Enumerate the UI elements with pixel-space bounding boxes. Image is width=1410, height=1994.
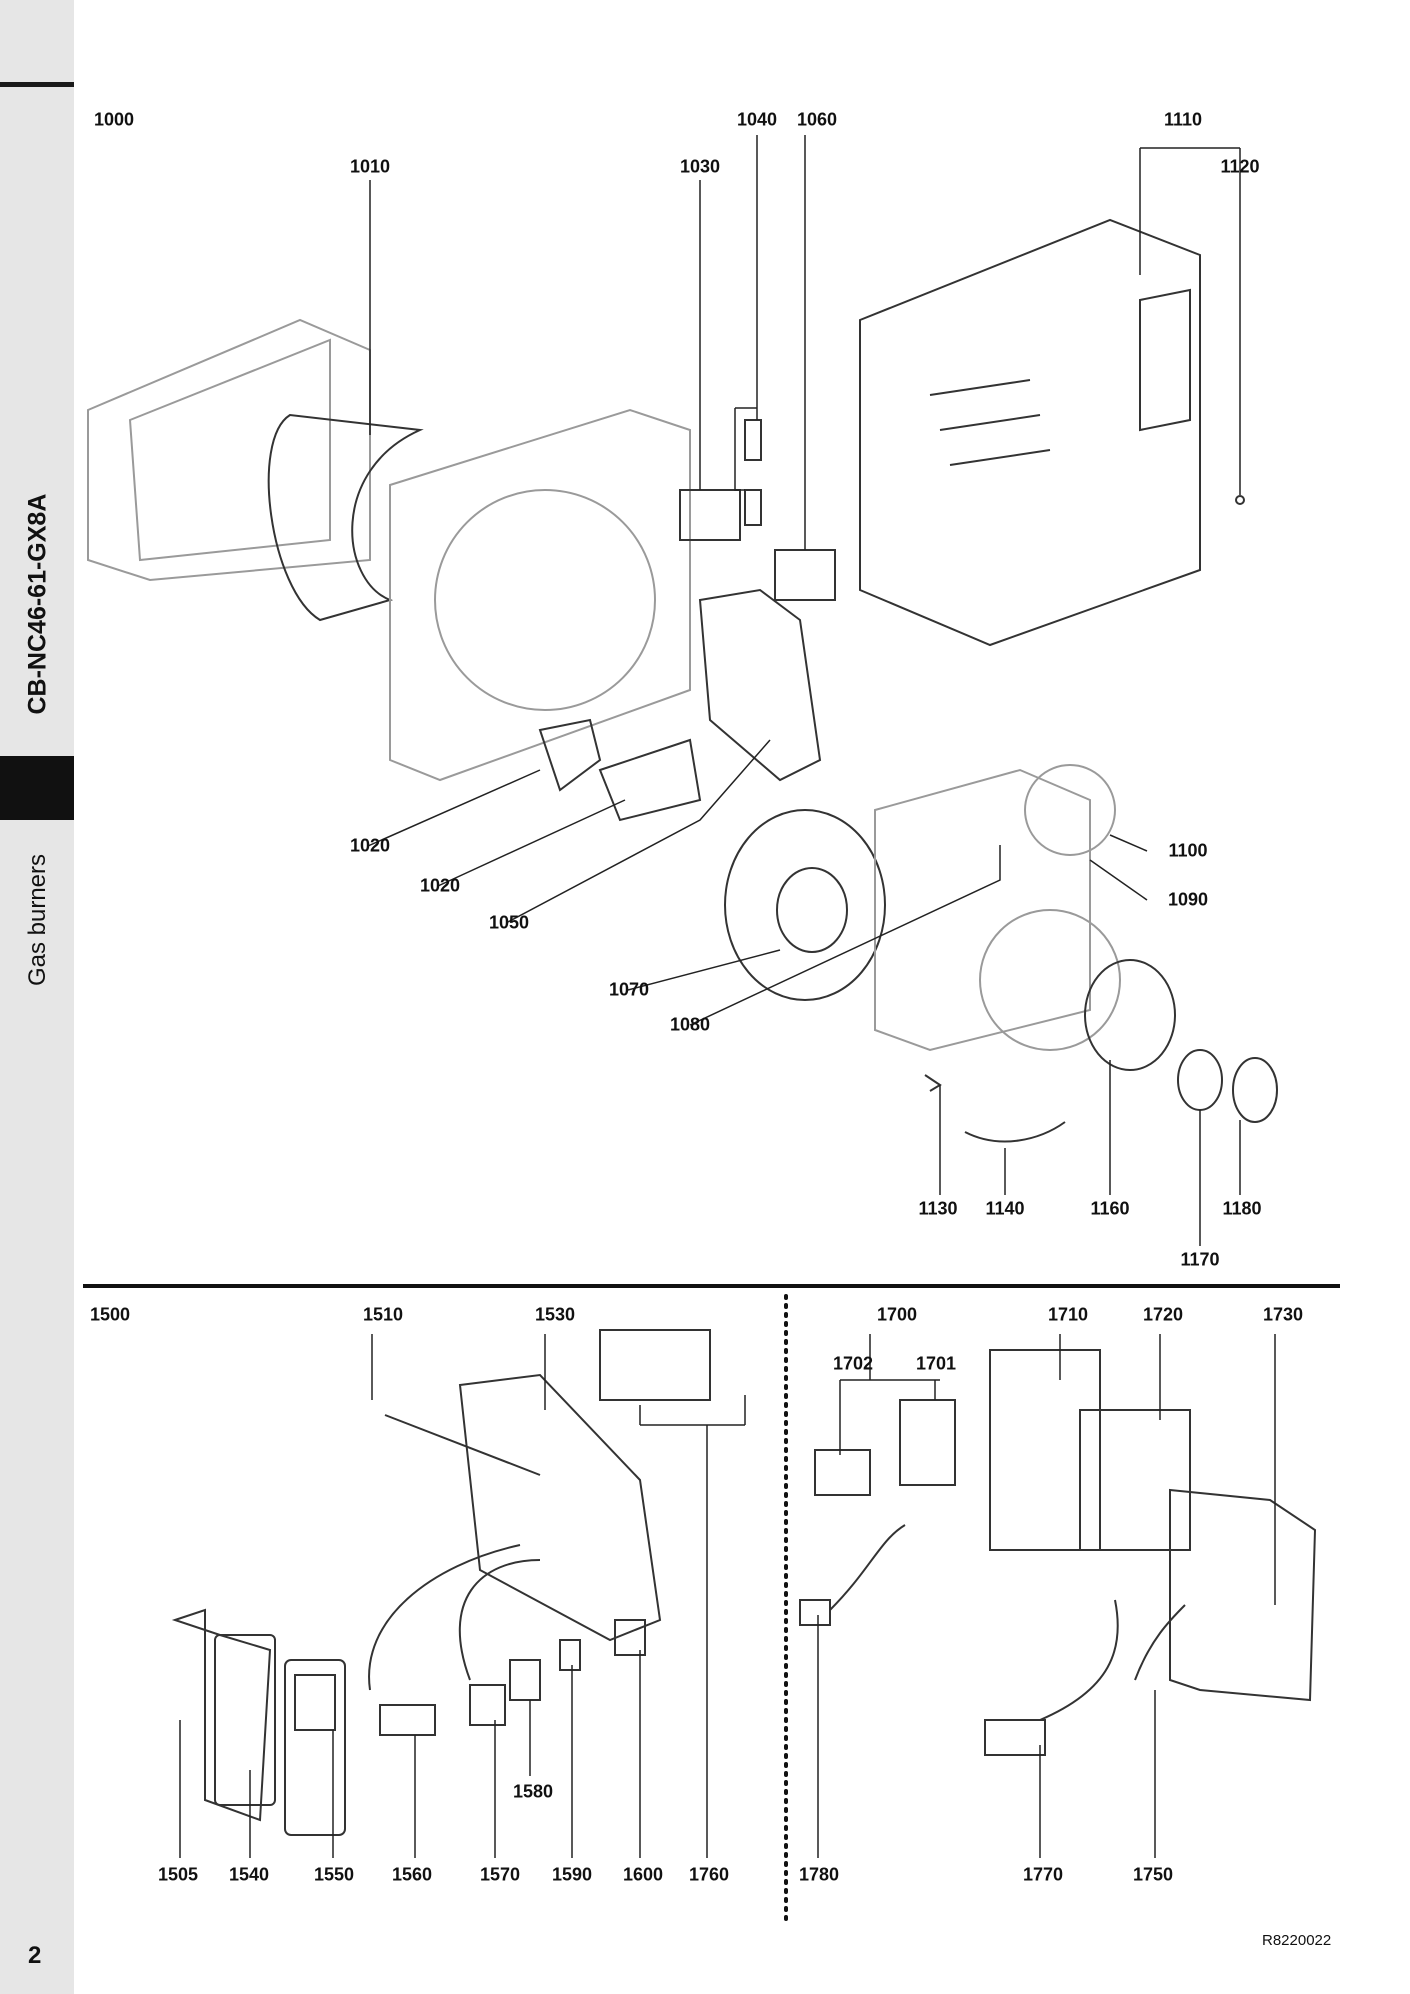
- callout-1140: 1140: [985, 1198, 1025, 1219]
- callout-1110: 1110: [1163, 109, 1203, 130]
- hose: [964, 1121, 1066, 1143]
- callout-1505: 1505: [157, 1864, 199, 1885]
- relay-module: [679, 489, 741, 541]
- sensor-housing: [1232, 1057, 1278, 1123]
- display-screen: [294, 1674, 336, 1731]
- callout-1570: 1570: [479, 1864, 521, 1885]
- callout-1710: 1710: [1047, 1304, 1089, 1325]
- sidebar-top-rule: [0, 82, 74, 87]
- callout-1760: 1760: [688, 1864, 730, 1885]
- callout-1160: 1160: [1090, 1198, 1130, 1219]
- callout-1030: 1030: [679, 156, 721, 177]
- callout-1500: 1500: [89, 1304, 131, 1325]
- callout-1090: 1090: [1167, 889, 1209, 910]
- cover-screw: [1235, 495, 1245, 505]
- callout-1180: 1180: [1222, 1198, 1262, 1219]
- callout-1701: 1701: [915, 1353, 957, 1374]
- motor: [1084, 959, 1176, 1071]
- callout-1550: 1550: [313, 1864, 355, 1885]
- drawing-reference: R8220022: [1262, 1932, 1332, 1949]
- plug-1770: [984, 1719, 1046, 1756]
- callout-1050: 1050: [488, 912, 530, 933]
- mounting-plate: [874, 768, 1091, 1052]
- callout-1060: 1060: [796, 109, 838, 130]
- callout-1020-b: 1020: [419, 875, 461, 896]
- callout-1530: 1530: [534, 1304, 576, 1325]
- air-intake-cover: [267, 413, 424, 622]
- air-damper-blade: [598, 738, 702, 822]
- callout-1100: 1100: [1168, 840, 1208, 861]
- callout-1020-a: 1020: [349, 835, 391, 856]
- callout-1590: 1590: [551, 1864, 593, 1885]
- callout-1000: 1000: [93, 109, 135, 130]
- burner-cover: [859, 218, 1201, 647]
- callout-1720: 1720: [1142, 1304, 1184, 1325]
- callout-1700: 1700: [876, 1304, 918, 1325]
- callout-1580: 1580: [512, 1781, 554, 1802]
- air-box: [698, 588, 822, 782]
- callout-1040: 1040: [736, 109, 778, 130]
- converter-housing: [1169, 1488, 1317, 1702]
- callout-1170: 1170: [1180, 1249, 1220, 1270]
- callout-1120: 1120: [1220, 156, 1260, 177]
- connector-1590: [559, 1639, 581, 1671]
- ignition-transformer: [774, 549, 836, 601]
- page-number: 2: [28, 1942, 42, 1969]
- connector-1580: [509, 1659, 541, 1701]
- sidebar: CB-NC46-61-GX8A Gas burners: [0, 0, 74, 1994]
- plug-pair: [599, 1329, 711, 1401]
- plate-1710: [989, 1349, 1101, 1551]
- air-damper: [538, 718, 602, 792]
- connector-1570: [469, 1684, 506, 1726]
- fan-opening: [434, 489, 656, 711]
- display-unit: [284, 1659, 346, 1836]
- pressure-switch: [1177, 1049, 1223, 1111]
- control-module: [458, 1373, 662, 1642]
- callout-1540: 1540: [228, 1864, 270, 1885]
- clamp: [924, 1074, 942, 1092]
- relay-1701: [899, 1399, 956, 1486]
- flame-sensor-cable: [384, 1414, 541, 1476]
- control-bracket: [171, 1608, 272, 1822]
- relay-1702: [814, 1449, 871, 1496]
- callout-1780: 1780: [798, 1864, 840, 1885]
- callout-1070: 1070: [608, 979, 650, 1000]
- callout-1750: 1750: [1132, 1864, 1174, 1885]
- fan-wheel: [724, 809, 886, 1001]
- callout-1130: 1130: [918, 1198, 958, 1219]
- callout-1080: 1080: [669, 1014, 711, 1035]
- callout-1702: 1702: [832, 1353, 874, 1374]
- burner-frame: [389, 408, 691, 782]
- callout-1600: 1600: [622, 1864, 664, 1885]
- sidebar-marker: [0, 756, 74, 820]
- callout-1510: 1510: [362, 1304, 404, 1325]
- plug-1780: [799, 1599, 831, 1626]
- callout-1730: 1730: [1262, 1304, 1304, 1325]
- connector-1560: [379, 1704, 436, 1736]
- frequency-converter: [1079, 1409, 1191, 1551]
- connector-1600: [614, 1619, 646, 1656]
- callout-1770: 1770: [1022, 1864, 1064, 1885]
- burner-housing-rear: [87, 318, 371, 582]
- callout-1560: 1560: [391, 1864, 433, 1885]
- display-frame: [214, 1634, 276, 1806]
- callout-1010: 1010: [349, 156, 391, 177]
